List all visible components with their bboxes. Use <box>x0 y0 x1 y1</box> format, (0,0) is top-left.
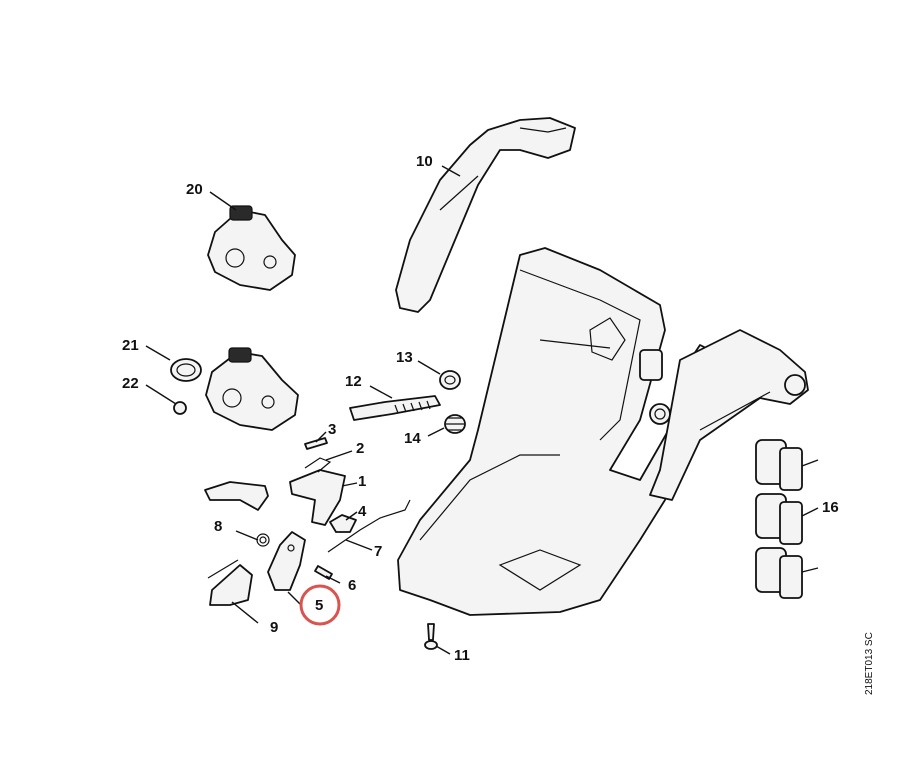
callout-2: 2 <box>356 440 364 457</box>
callout-8: 8 <box>214 518 222 535</box>
callout-22: 22 <box>122 375 139 392</box>
callout-12: 12 <box>345 373 362 390</box>
callout-6: 6 <box>348 577 356 594</box>
part-20-carburetor <box>207 205 296 291</box>
callout-3: 3 <box>328 421 336 438</box>
callout-9: 9 <box>270 619 278 636</box>
callout-11: 11 <box>454 647 470 664</box>
callout-labels: 10 20 21 22 12 13 14 3 2 1 4 7 8 6 5 9 1… <box>122 153 839 664</box>
part-trigger-rod <box>204 481 269 511</box>
callout-20: 20 <box>186 181 203 198</box>
leader-lines <box>145 165 819 655</box>
callout-5-highlight <box>299 584 341 626</box>
part-11-screw <box>424 623 438 650</box>
part-14-spring-sleeve <box>444 414 466 434</box>
callout-14: 14 <box>404 430 421 447</box>
part-2-torsion-spring <box>304 457 332 473</box>
part-1-trigger <box>289 469 346 526</box>
part-rear-handle <box>649 329 809 501</box>
callout-10: 10 <box>416 153 433 170</box>
part-6-pin <box>314 565 333 580</box>
part-4-clip <box>329 514 357 533</box>
part-12-shaft <box>349 395 441 421</box>
callout-21: 21 <box>122 337 139 354</box>
part-housing <box>397 247 711 616</box>
part-13-grommet <box>439 370 461 390</box>
callout-16: 16 <box>822 499 839 516</box>
part-16-av-buffers <box>755 439 803 599</box>
part-21-carburetor <box>170 347 299 431</box>
part-3-pin <box>304 437 328 450</box>
callout-7: 7 <box>374 543 382 560</box>
part-5-throttle-trigger <box>267 531 306 591</box>
drawing-code: 218ET013 SC <box>864 632 875 695</box>
part-9-interlock-lever <box>207 559 253 606</box>
part-10-handlebar <box>395 117 576 313</box>
callout-4: 4 <box>358 503 367 520</box>
part-7-throttle-rod <box>327 499 411 553</box>
callout-13: 13 <box>396 349 413 366</box>
callout-5: 5 <box>315 597 323 614</box>
part-8-spring <box>256 533 270 547</box>
callout-1: 1 <box>358 473 366 490</box>
